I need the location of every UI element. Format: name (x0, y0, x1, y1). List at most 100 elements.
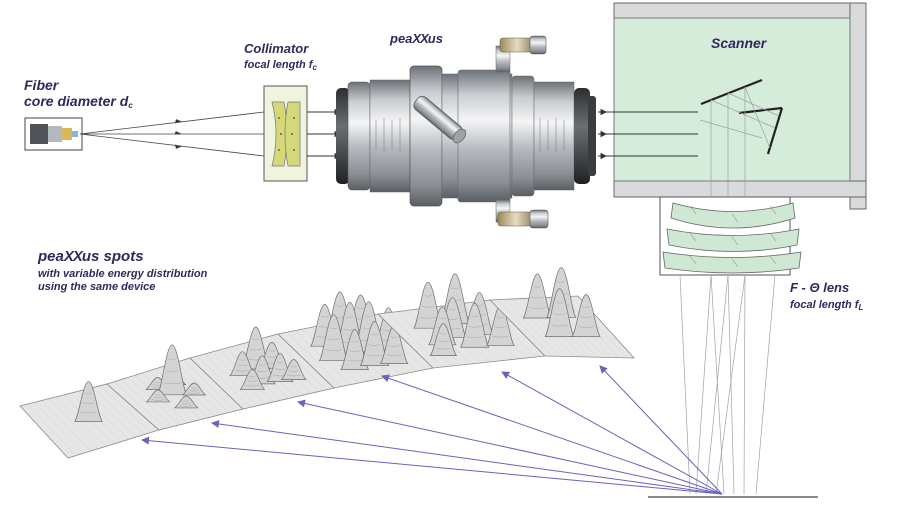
peak-contour (249, 348, 262, 351)
mesh-line (204, 353, 259, 406)
energy-peak (182, 382, 207, 396)
mesh-line (396, 311, 452, 367)
collimator-subtitle: focal length fc (244, 58, 317, 72)
mesh-line (497, 299, 553, 357)
arrow-spot-4 (381, 374, 723, 495)
peak-contour (191, 387, 197, 389)
peak-contour (471, 315, 479, 317)
fiber-connector (24, 117, 83, 151)
peak-contour (168, 358, 176, 361)
mesh-line (113, 381, 167, 429)
lens-output-rays (679, 274, 776, 495)
peak-contour (419, 316, 437, 319)
peak-contour (266, 356, 278, 358)
peak-contour (165, 370, 179, 373)
peak-contour (84, 392, 93, 395)
mesh-line (182, 360, 237, 411)
mesh-line (48, 398, 99, 449)
mesh-line (270, 335, 327, 390)
energy-peak (281, 359, 307, 380)
mesh-line (197, 355, 251, 408)
peak-contour (496, 316, 505, 319)
peak-contour (276, 361, 284, 364)
scanner-label: Scanner (711, 35, 767, 51)
arrow-spot-2 (211, 420, 723, 495)
mesh-line (511, 298, 568, 357)
peak-contour (288, 370, 299, 372)
peak-contour (187, 392, 201, 394)
peak-contour (348, 350, 361, 352)
peak-contour (153, 396, 163, 399)
spots-line2: with variable energy distribution (38, 268, 208, 281)
peak-contour (346, 359, 363, 362)
peak-contour (356, 307, 365, 309)
peak-contour (245, 384, 259, 387)
f-theta-title: F - Θ lens (790, 280, 850, 295)
spot-plate-1 (19, 381, 160, 459)
peak-contour (437, 340, 449, 342)
energy-peak (174, 395, 199, 409)
collimator-output-rays (307, 108, 341, 160)
peaxxus-device (336, 35, 596, 229)
peak-contour (163, 382, 181, 385)
peak-contour (555, 301, 564, 304)
spot-plate-5 (377, 273, 546, 369)
peak-contour (183, 400, 190, 402)
peak-contour (325, 349, 342, 351)
peak-contour (438, 317, 446, 320)
energy-peak (571, 294, 601, 337)
peak-contour (439, 332, 447, 335)
mesh-line (27, 404, 76, 456)
mesh-line (286, 332, 343, 387)
f-theta-lens (659, 196, 802, 276)
f-theta-label: F - Θ lens focal length fL (790, 280, 863, 312)
peak-contour (235, 370, 250, 372)
peak-contour (321, 316, 329, 318)
peak-contour (274, 368, 286, 370)
peak-contour (239, 359, 246, 361)
peak-contour (151, 399, 165, 401)
peak-contour (466, 336, 483, 338)
peak-contour (287, 374, 301, 377)
peak-contour (468, 326, 481, 328)
scanner-internal-rays (699, 86, 780, 196)
energy-peak (544, 288, 575, 337)
peak-contour (82, 402, 95, 404)
peak-contour (345, 316, 354, 318)
peak-contour (557, 281, 566, 283)
peak-contour (252, 338, 260, 341)
spots-title: peaXXus spots (38, 248, 144, 265)
mesh-line (504, 299, 560, 357)
peak-contour (336, 305, 344, 307)
spot-plate-6 (489, 267, 635, 359)
spot-plate-4 (277, 291, 434, 389)
mesh-line (99, 385, 152, 433)
scanner-housing (613, 2, 867, 210)
collimator-title: Collimator (244, 41, 309, 56)
peak-contour (154, 381, 161, 384)
spots-label: peaXXus spots with variable energy distr… (38, 248, 207, 294)
peak-contour (249, 375, 256, 378)
mesh-line (41, 400, 91, 452)
mesh-line (141, 373, 195, 422)
peak-contour (422, 305, 435, 308)
peaxxus-label: peaXXus (390, 31, 443, 46)
peak-contour (551, 324, 568, 327)
peak-contour (329, 327, 338, 329)
mesh-line (92, 387, 144, 435)
peak-contour (189, 389, 199, 392)
fiber-collimator-rays (79, 111, 265, 157)
peak-contour (268, 350, 276, 352)
fiber-label: Fiber core diameter dc (24, 77, 133, 110)
spot-plate-3 (189, 326, 335, 410)
energy-peak (429, 323, 457, 356)
mesh-line (211, 351, 266, 404)
peak-contour (390, 336, 398, 338)
peak-contour (578, 326, 595, 328)
arrow-spot-5 (501, 371, 723, 495)
fiber-subtitle: core diameter dc (24, 93, 133, 111)
peak-contour (370, 333, 379, 336)
mesh-line (570, 296, 627, 358)
arrow-spot-1 (141, 436, 723, 495)
peak-contour (388, 345, 400, 347)
